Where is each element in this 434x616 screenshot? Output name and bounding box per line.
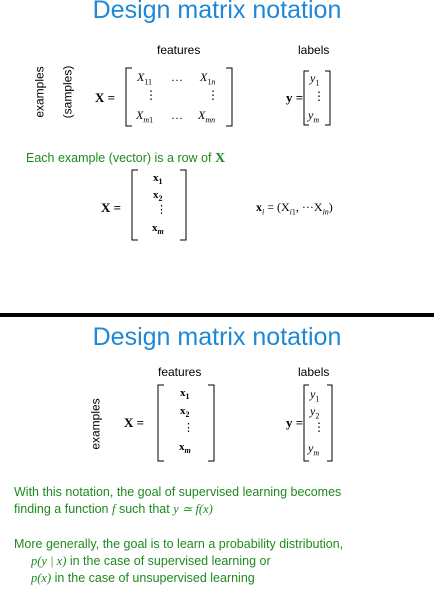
vdots-right: ⋮ [207, 88, 219, 102]
goal-line-2: finding a function f such that y ≃ f(x) [14, 502, 213, 516]
slide-2: Design matrix notation features labels e… [0, 317, 434, 616]
vector-y-brackets-2 [303, 384, 333, 462]
entry-ym: ym [308, 108, 320, 125]
entry-x1n: X1n [200, 70, 216, 87]
examples-label-2: examples [88, 398, 103, 450]
rows-matrix-brackets [131, 169, 187, 241]
hdots-bottom: … [171, 108, 183, 122]
entry-xm1: Xm1 [136, 108, 154, 125]
row-caption-symbol: X [214, 151, 226, 166]
general-line-1: More generally, the goal is to learn a p… [14, 537, 344, 551]
slide-1-title: Design matrix notation [92, 0, 342, 24]
row-x2-2: x2 [180, 405, 190, 420]
row-xm-2: xm [179, 441, 191, 456]
hdots-top: … [171, 70, 183, 84]
row-x1-2: x1 [180, 387, 190, 402]
matrix-x-label-2: X = [124, 415, 145, 430]
entry-y1: y1 [310, 71, 320, 88]
xi-definition: xi = (Xi1, ···Xin) [256, 200, 333, 217]
entry-y1-2: y1 [310, 387, 320, 404]
vector-y-label: y = [286, 90, 304, 105]
slide-2-title: Design matrix notation [92, 323, 342, 351]
entry-ym-2: ym [308, 441, 320, 458]
examples-label: examples [32, 66, 47, 118]
slide-divider [0, 313, 434, 317]
slide-1: Design matrix notation features labels e… [26, 0, 342, 241]
goal-line-1: With this notation, the goal of supervis… [14, 485, 342, 499]
features-header: features [157, 43, 201, 57]
row-x1: x1 [153, 172, 163, 187]
matrix-x-label: X = [95, 90, 116, 105]
row-xm: xm [152, 222, 164, 237]
rows-vdots-2: ⋮ [183, 422, 194, 434]
labels-header-2: labels [298, 365, 330, 379]
general-paragraph: More generally, the goal is to learn a p… [14, 536, 429, 587]
entry-y2-2: y2 [310, 404, 320, 421]
samples-label: (samples) [60, 65, 75, 119]
entry-x11: X11 [137, 70, 153, 87]
vdots-y: ⋮ [313, 89, 325, 103]
vdots-left: ⋮ [145, 88, 157, 102]
features-header-2: features [158, 365, 202, 379]
row-x2: x2 [153, 189, 163, 204]
row-caption: Each example (vector) is a row of X [26, 151, 225, 167]
goal-paragraph: With this notation, the goal of supervis… [14, 484, 424, 518]
general-line-2: p(y | x) in the case of supervised learn… [31, 554, 271, 568]
matrix-x-brackets-2 [157, 384, 215, 462]
labels-header: labels [298, 43, 330, 57]
vdots-y-2: ⋮ [313, 420, 325, 434]
vector-y-brackets [303, 70, 331, 126]
matrix-x-brackets [125, 67, 233, 127]
row-caption-text: Each example (vector) is a row of [26, 151, 212, 165]
general-line-3: p(x) in the case of unsupervised learnin… [31, 571, 255, 585]
rows-matrix-label: X = [101, 200, 122, 215]
rows-vdots: ⋮ [156, 204, 167, 216]
entry-xmn: Xmn [198, 108, 216, 125]
vector-y-label-2: y = [286, 415, 304, 430]
